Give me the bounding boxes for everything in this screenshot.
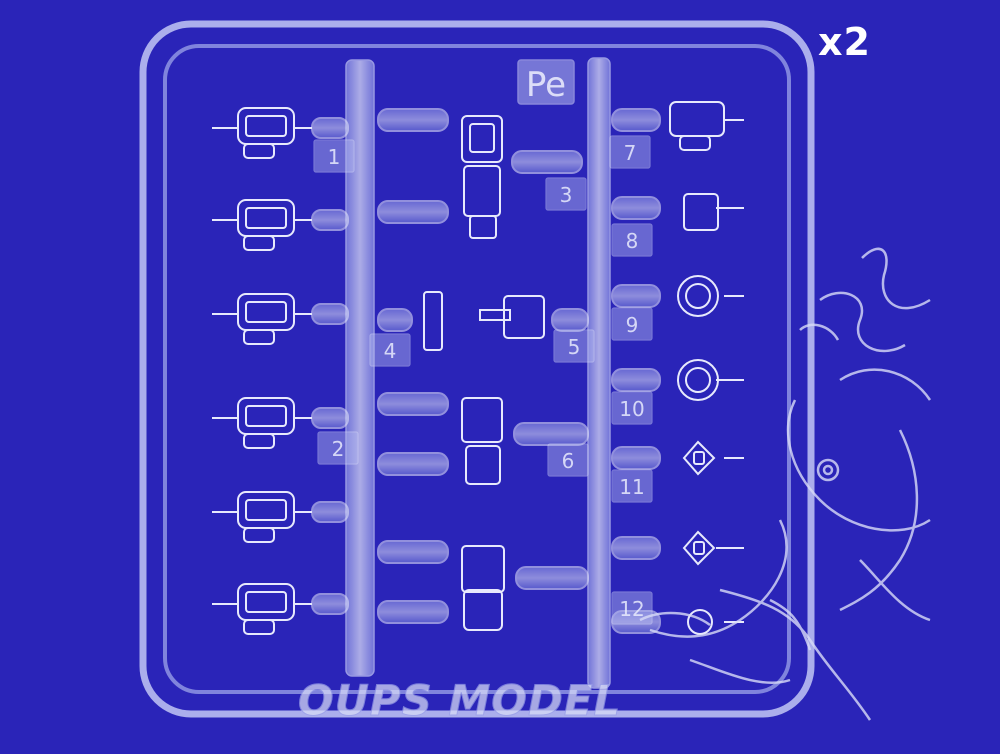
middle-column-parts [377,108,589,631]
part-number-tab: 2 [317,431,359,465]
part-number-label: 9 [626,313,639,337]
part-valve-assembly [377,540,589,631]
part-number-tab: 9 [611,307,653,341]
part-number-tab: 10 [611,391,653,425]
right-column-parts [611,101,744,635]
part-number-label: 4 [384,339,397,363]
part-connector-left [212,107,349,159]
part-valve-assembly [377,108,583,239]
part-number-label: 11 [619,475,644,499]
part-connector-left [212,293,349,345]
part-number-label: 2 [332,437,345,461]
part-number-label: 12 [619,597,644,621]
part-number-tab: 6 [547,443,589,477]
brand-watermark: OUPS MODEL [297,676,622,726]
part-gauge-right [611,275,744,317]
part-number-label: 1 [328,145,341,169]
part-gauge-right [611,530,744,566]
part-number-tab: 1 [313,139,355,173]
part-gauge-right [611,440,744,476]
part-gauge-right [611,101,744,151]
part-connector-left [212,583,349,635]
mascot-sketch [639,247,932,721]
part-number-tab: 7 [609,135,651,169]
sprue-frame [139,20,815,718]
part-connector-left [212,397,349,449]
part-number-label: 5 [568,335,581,359]
part-number-label: 6 [562,449,575,473]
part-valve-assembly [377,392,589,485]
quantity-label: x2 [818,20,871,64]
part-number-tab: 8 [611,223,653,257]
left-column-parts [212,107,349,635]
sprue-code-tab: Pe [517,59,575,105]
part-number-tab: 5 [553,329,595,363]
part-connector-left [212,491,349,543]
part-bracket [377,291,589,351]
part-number-tab: 4 [369,333,411,367]
sprue-code-label: Pe [526,65,566,105]
vertical-runners [345,57,611,689]
part-number-label: 7 [624,141,637,165]
part-number-tab: 12 [611,591,653,625]
part-number-tab: 3 [545,177,587,211]
part-number-label: 8 [626,229,639,253]
part-number-label: 10 [619,397,644,421]
part-gauge-right [611,359,744,401]
part-number-label: 3 [560,183,573,207]
part-gauge-right [611,193,744,231]
part-number-tab: 11 [611,469,653,503]
part-connector-left [212,199,349,251]
